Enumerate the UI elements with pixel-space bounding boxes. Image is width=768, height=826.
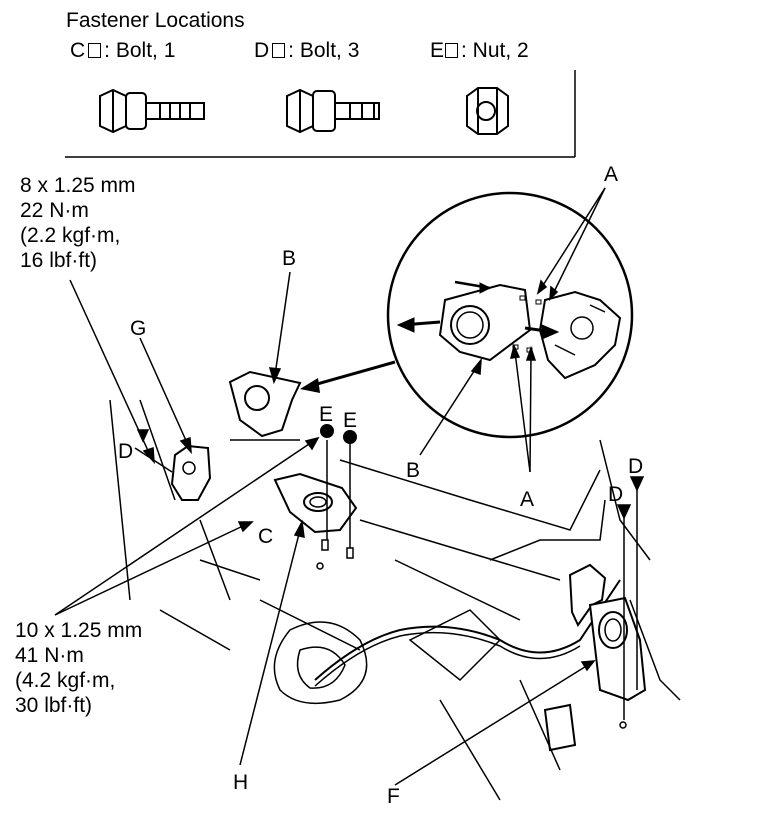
- torque-small-line2: 22 N·m: [20, 199, 89, 222]
- callout-h: H: [233, 771, 249, 794]
- bolt-c-icon: [99, 88, 205, 134]
- callout-a-bottom: A: [520, 488, 535, 511]
- torque-large-line2: 41 N·m: [15, 644, 84, 667]
- callout-d-right1: D: [608, 483, 624, 506]
- callout-e2: E: [343, 409, 358, 432]
- callout-d-right2: D: [628, 455, 644, 478]
- legend-box: [65, 70, 576, 158]
- torque-small-line3: (2.2 kgf·m,: [20, 224, 121, 247]
- callout-f: F: [387, 785, 400, 808]
- detail-pointer-arrow: [300, 360, 396, 393]
- legend-item-c: C : Bolt, 1: [70, 38, 175, 63]
- callout-b-top: B: [282, 247, 297, 270]
- engine-bay-sketch: [109, 370, 681, 801]
- callout-c: C: [258, 525, 274, 548]
- square-icon: [88, 43, 102, 58]
- nut-e-icon: [466, 87, 509, 135]
- legend-title: Fastener Locations: [66, 9, 245, 32]
- legend-letter-d: D: [254, 39, 270, 62]
- legend-text-e: : Nut, 2: [461, 39, 529, 62]
- legend-text-c: : Bolt, 1: [104, 39, 176, 62]
- torque-large-line3: (4.2 kgf·m,: [15, 669, 116, 692]
- leader-lines: [54, 187, 645, 786]
- callout-b-detail: B: [406, 459, 421, 482]
- torque-large-line1: 10 x 1.25 mm: [15, 619, 143, 642]
- legend-letter-e: E: [430, 39, 445, 62]
- torque-large-line4: 30 lbf·ft): [15, 694, 93, 717]
- torque-small-line4: 16 lbf·ft): [20, 249, 98, 272]
- e-nut-markers: [320, 424, 357, 444]
- callout-e1: E: [319, 403, 334, 426]
- callout-d-left: D: [118, 440, 134, 463]
- callout-g: G: [130, 317, 147, 340]
- detail-view: [386, 191, 634, 439]
- legend-letter-c: C: [70, 39, 86, 62]
- callout-a-top: A: [604, 163, 619, 186]
- legend-item-e: E : Nut, 2: [430, 38, 529, 63]
- legend-text-d: : Bolt, 3: [288, 39, 360, 62]
- square-icon: [272, 43, 286, 58]
- bolt-d-icon: [286, 88, 380, 134]
- square-icon: [445, 43, 459, 58]
- torque-small-line1: 8 x 1.25 mm: [20, 174, 136, 197]
- legend-item-d: D : Bolt, 3: [254, 38, 359, 63]
